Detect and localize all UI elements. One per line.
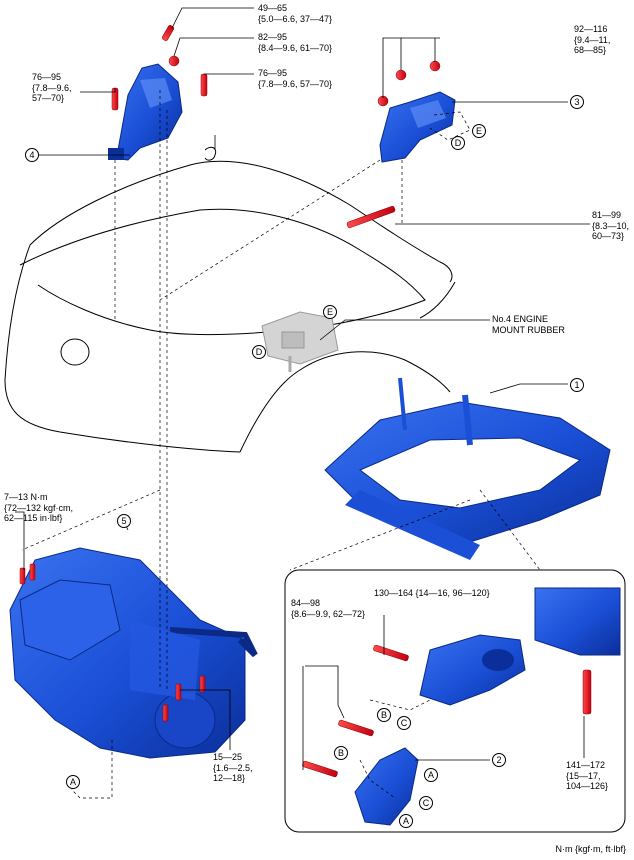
unit-legend: N·m {kgf·m, ft·lbf} — [555, 844, 626, 854]
torque-value: 130—164 {14—16, 96—120} — [374, 588, 490, 598]
torque-value-alt: {8.3—10, — [592, 220, 630, 231]
engine-mount-bracket-4 — [108, 63, 183, 161]
torque-value-alt: 60—73} — [592, 231, 625, 241]
torque-value-alt: {8.4—9.6, 61—70} — [258, 42, 333, 53]
callout-e: E — [323, 305, 337, 319]
dashed-connectors — [21, 90, 541, 799]
torque-value: 15—25 — [213, 752, 243, 762]
torque-value: 81—99 — [592, 210, 622, 220]
engine-mount-bracket-3 — [379, 91, 456, 163]
callout-d: D — [252, 345, 266, 359]
callout-d: D — [451, 136, 465, 150]
torque-value-alt: {8.6—9.9, 62—72} — [291, 608, 366, 619]
torque-value-alt: {5.0—6.6, 37—47} — [258, 13, 333, 24]
callout-c: C — [419, 796, 433, 810]
torque-value-alt: {1.6—2.5, — [213, 762, 253, 773]
torque-rod-2 — [354, 747, 419, 826]
mount-label-line: MOUNT RUBBER — [492, 324, 565, 335]
callout-b: B — [377, 708, 391, 722]
torque-label-1: 49—65 {5.0—6.6, 37—47} — [258, 3, 332, 24]
callout-a: A — [399, 814, 413, 828]
torque-label-5: 92—116 {9.4—11, 68—85} — [574, 24, 610, 56]
torque-label-3: 76—95 {7.8—9.6, 57—70} — [258, 68, 332, 89]
torque-value-alt: {7.8—9.6, 57—70} — [258, 78, 333, 89]
torque-value-alt: 12—18} — [213, 773, 246, 783]
engine-mount-rubber-ghost — [261, 311, 339, 372]
torque-value-alt: 68—85} — [574, 45, 607, 55]
callout-3: 3 — [570, 95, 584, 109]
torque-value-alt: 57—70} — [32, 93, 65, 103]
torque-label-6: 81—99 {8.3—10, 60—73} — [592, 210, 629, 242]
callout-c: C — [397, 716, 411, 730]
torque-label-11: 15—25 {1.6—2.5, 12—18} — [213, 752, 253, 784]
leader-lines — [15, 7, 590, 770]
callout-a: A — [424, 768, 438, 782]
torque-value: 82—95 — [258, 32, 288, 42]
torque-value-alt: {15—17, — [566, 770, 601, 781]
callout-b: B — [334, 746, 348, 760]
callout-5: 5 — [117, 514, 131, 528]
vehicle-body-outline — [4, 146, 456, 453]
torque-label-8: 130—164 {14—16, 96—120} — [374, 588, 490, 599]
detail-inset-frame — [284, 569, 626, 833]
torque-value: 141—172 — [566, 760, 606, 770]
callout-a: A — [66, 775, 80, 789]
front-crossmember-1 — [324, 377, 611, 560]
engine-transaxle-5 — [9, 547, 258, 759]
torque-label-10: 141—172 {15—17, 104—126} — [566, 760, 608, 792]
torque-label-9: 84—98 {8.6—9.9, 62—72} — [291, 598, 365, 619]
torque-value-alt: {7.8—9.6, — [32, 82, 72, 93]
torque-value-alt: 62—115 in·lbf} — [4, 513, 63, 523]
torque-value-alt: {9.4—11, — [574, 34, 611, 45]
torque-label-7: 7—13 N·m {72—132 kgf·cm, 62—115 in·lbf} — [4, 492, 73, 524]
torque-value-alt: 104—126} — [566, 781, 609, 791]
callout-2: 2 — [492, 753, 506, 767]
torque-value: 76—95 — [32, 72, 62, 82]
callout-1: 1 — [570, 378, 584, 392]
mount-label-line: No.4 ENGINE — [492, 314, 549, 324]
callout-4: 4 — [25, 148, 39, 162]
callout-e: E — [472, 124, 486, 138]
torque-value: 92—116 — [574, 24, 608, 34]
engine-mount-rubber-label: No.4 ENGINE MOUNT RUBBER — [492, 314, 565, 335]
torque-value-alt: {72—132 kgf·cm, — [4, 502, 74, 513]
torque-value: 49—65 — [258, 3, 288, 13]
torque-value: 84—98 — [291, 598, 321, 608]
torque-value: 76—95 — [258, 68, 288, 78]
torque-value: 7—13 N·m — [4, 492, 48, 502]
torque-label-2: 82—95 {8.4—9.6, 61—70} — [258, 32, 332, 53]
torque-label-4: 76—95 {7.8—9.6, 57—70} — [32, 72, 72, 104]
engine-mount-detail-view — [534, 587, 621, 656]
engine-mount-rubber-inset — [419, 634, 526, 706]
bolts — [19, 25, 592, 778]
